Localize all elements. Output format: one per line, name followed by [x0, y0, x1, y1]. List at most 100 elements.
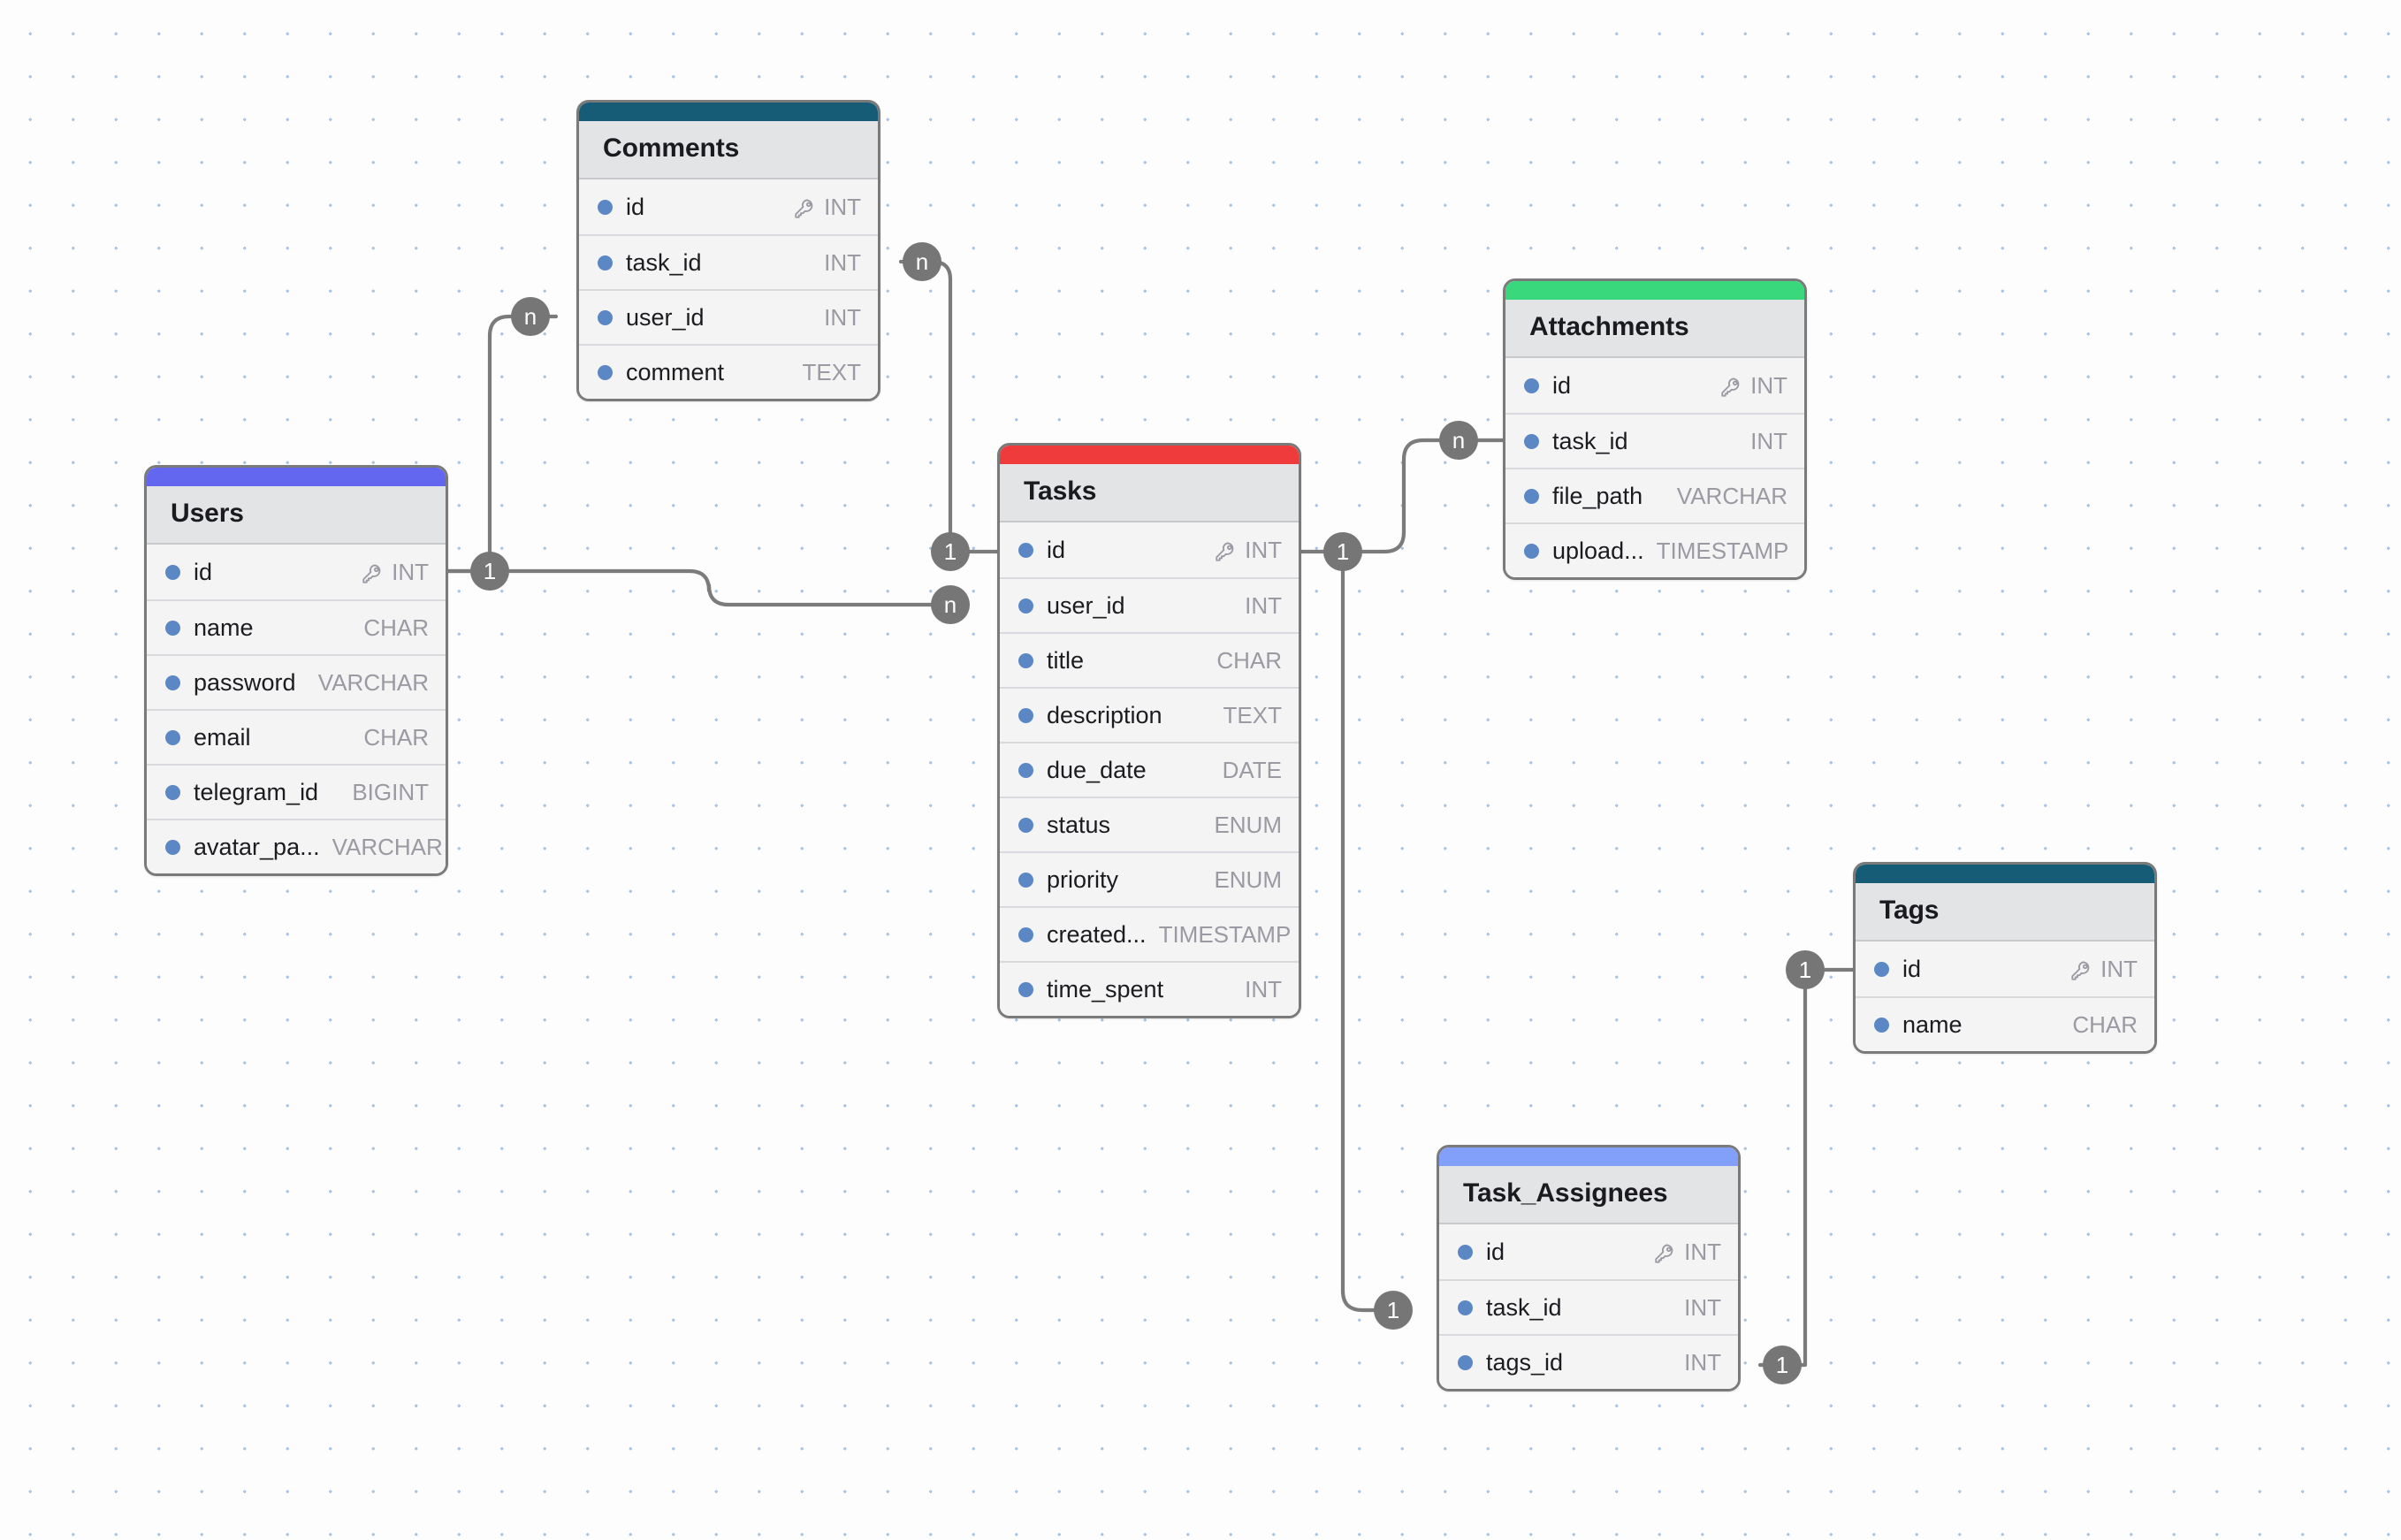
- field-type: TEXT: [802, 358, 861, 385]
- table-field-row[interactable]: avatar_pa...VARCHAR: [147, 819, 446, 873]
- field-bullet-icon: [1018, 652, 1033, 668]
- field-name: title: [1047, 646, 1085, 674]
- cardinality-badge-many[interactable]: n: [1439, 421, 1478, 460]
- field-type: TIMESTAMP: [1158, 920, 1292, 948]
- field-bullet-icon: [165, 729, 180, 745]
- table-accent-bar: [1000, 446, 1299, 464]
- table-title: Task_Assignees: [1439, 1166, 1738, 1224]
- relationship-line[interactable]: [446, 568, 956, 607]
- field-name: id: [1047, 536, 1066, 563]
- field-bullet-icon: [1524, 488, 1539, 504]
- field-bullet-icon: [1874, 961, 1889, 977]
- field-bullet-icon: [165, 620, 180, 636]
- cardinality-badge-many[interactable]: n: [903, 242, 941, 281]
- cardinality-badge-one[interactable]: 1: [1323, 532, 1362, 571]
- field-type: INT: [1245, 975, 1282, 1003]
- field-type: CHAR: [1216, 646, 1282, 674]
- field-bullet-icon: [165, 564, 180, 580]
- field-bullet-icon: [1018, 707, 1033, 723]
- cardinality-badge-many[interactable]: n: [511, 297, 550, 336]
- cardinality-badge-one[interactable]: 1: [1786, 950, 1825, 989]
- field-type: BIGINT: [352, 778, 429, 805]
- table-accent-bar: [147, 468, 446, 486]
- table-field-row[interactable]: comment TEXT: [579, 344, 878, 399]
- relationship-line[interactable]: [1340, 568, 1398, 1313]
- table-title: Attachments: [1505, 300, 1804, 358]
- field-bullet-icon: [1018, 981, 1033, 997]
- primary-key-icon: [2069, 959, 2092, 982]
- field-type: INT: [1684, 1293, 1721, 1321]
- field-name: task_id: [1486, 1293, 1562, 1321]
- table-accent-bar: [579, 103, 878, 121]
- primary-key-icon: [361, 562, 384, 585]
- field-bullet-icon: [1524, 543, 1539, 559]
- field-type: INT: [1245, 536, 1282, 563]
- cardinality-badge-one[interactable]: 1: [931, 532, 970, 571]
- relationship-line[interactable]: [1757, 967, 1856, 1368]
- field-type: ENUM: [1214, 811, 1282, 838]
- field-name: upload...: [1552, 537, 1644, 564]
- relationship-line[interactable]: [898, 259, 1000, 554]
- primary-key-icon: [1653, 1242, 1676, 1265]
- cardinality-badge-one[interactable]: 1: [470, 552, 509, 591]
- table-field-row[interactable]: id INT: [1000, 522, 1299, 577]
- field-name: priority: [1047, 865, 1119, 893]
- field-name: name: [1902, 1010, 1963, 1038]
- field-bullet-icon: [598, 255, 613, 271]
- field-type: VARCHAR: [332, 833, 443, 860]
- field-bullet-icon: [1018, 598, 1033, 614]
- field-bullet-icon: [1458, 1354, 1473, 1370]
- cardinality-badge-many[interactable]: n: [931, 585, 970, 624]
- relationship-line[interactable]: [446, 314, 559, 574]
- field-name: email: [194, 723, 251, 751]
- field-name: file_path: [1552, 482, 1643, 509]
- field-type: INT: [1750, 427, 1787, 454]
- cardinality-badge-one[interactable]: 1: [1374, 1291, 1413, 1330]
- table-field-row[interactable]: upload...TIMESTAMP: [1505, 522, 1804, 577]
- table-accent-bar: [1439, 1147, 1738, 1166]
- table-field-row[interactable]: created...TIMESTAMP: [1000, 906, 1299, 961]
- field-name: description: [1047, 701, 1162, 728]
- table-field-row[interactable]: task_id INT: [1439, 1279, 1738, 1334]
- field-bullet-icon: [1018, 762, 1033, 778]
- field-name: comment: [626, 358, 725, 385]
- field-name: user_id: [626, 303, 705, 331]
- cardinality-badge-one[interactable]: 1: [1763, 1346, 1802, 1384]
- field-bullet-icon: [1018, 872, 1033, 888]
- field-type: INT: [2100, 955, 2138, 982]
- table-field-row[interactable]: title CHAR: [1000, 632, 1299, 687]
- field-type: DATE: [1222, 756, 1282, 783]
- field-type: INT: [1684, 1238, 1721, 1265]
